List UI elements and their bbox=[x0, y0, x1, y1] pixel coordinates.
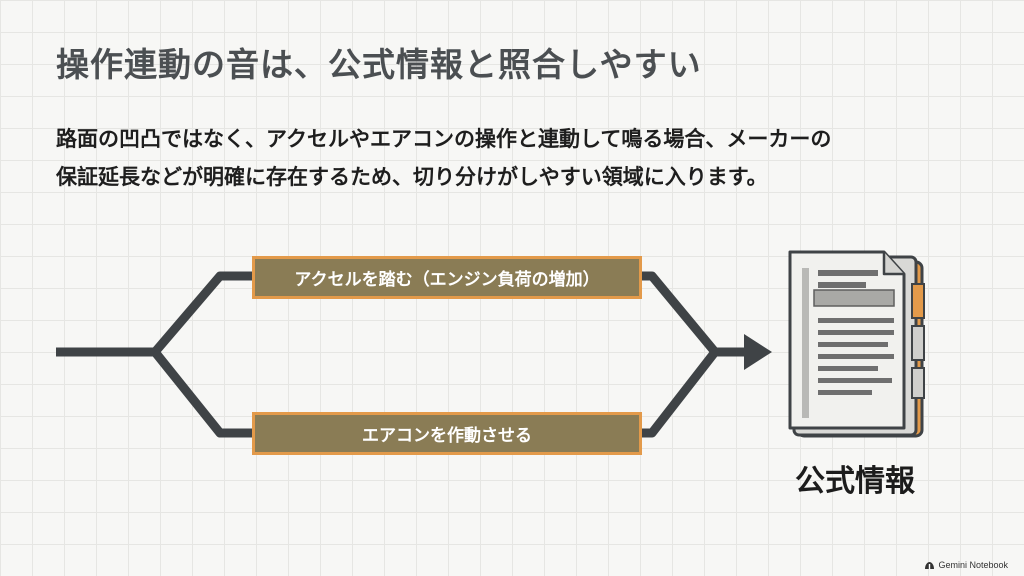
flow-lines bbox=[56, 271, 748, 438]
branch-label-accelerator: アクセルを踏む（エンジン負荷の増加） bbox=[252, 256, 642, 299]
document-stack-icon bbox=[788, 250, 925, 438]
description-text: 路面の凹凸ではなく、アクセルやエアコンの操作と連動して鳴る場合、メーカーの 保証… bbox=[56, 120, 956, 196]
branch-label-air-conditioner: エアコンを作動させる bbox=[252, 412, 642, 455]
page-title: 操作連動の音は、公式情報と照合しやすい bbox=[56, 45, 702, 84]
watermark: Gemini Notebook bbox=[924, 560, 1008, 570]
notebook-logo-icon bbox=[925, 561, 935, 569]
branch-line-bottom-in bbox=[151, 349, 256, 438]
watermark-text: Gemini Notebook bbox=[938, 560, 1008, 570]
branch-line-top-out bbox=[640, 271, 748, 357]
branch-line-bottom-out bbox=[640, 349, 719, 438]
official-info-caption: 公式情報 bbox=[795, 464, 915, 499]
description-line-2: 保証延長などが明確に存在するため、切り分けがしやすい領域に入ります。 bbox=[56, 165, 768, 189]
description-line-1: 路面の凹凸ではなく、アクセルやエアコンの操作と連動して鳴る場合、メーカーの bbox=[56, 127, 832, 151]
branch-line-top-in bbox=[151, 271, 256, 355]
arrow-head-icon bbox=[744, 334, 772, 370]
